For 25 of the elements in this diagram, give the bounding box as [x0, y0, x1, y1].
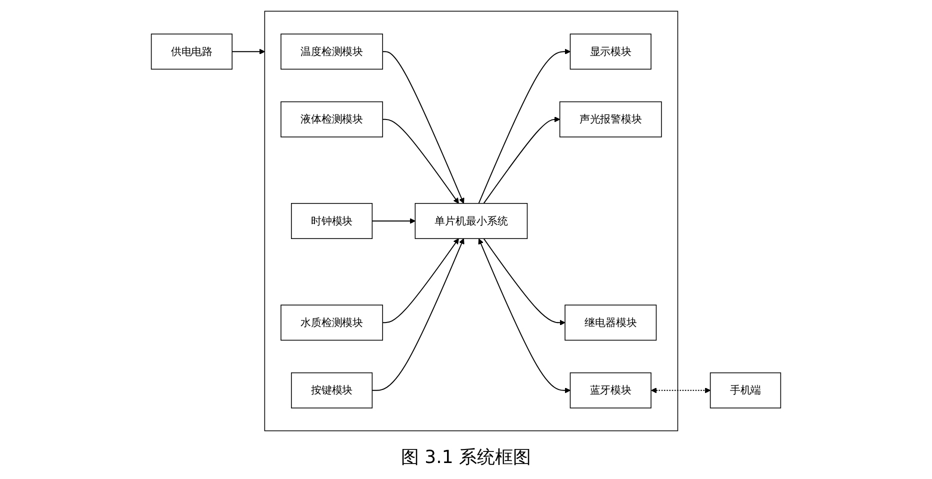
node-box: 单片机最小系统: [414, 202, 528, 238]
node-box: 按键模块: [291, 372, 373, 408]
node-box: 显示模块: [570, 33, 652, 70]
node-box: 手机端: [710, 372, 782, 408]
arrow: [483, 238, 566, 325]
figure-caption: 图 3.1 系统框图: [400, 446, 532, 470]
arrow: [372, 218, 416, 224]
node-box: 蓝牙模块: [570, 372, 652, 408]
node-box: 水质检测模块: [280, 304, 383, 340]
arrow: [478, 238, 570, 393]
node-box: 供电电路: [150, 33, 232, 70]
node-box: 温度检测模块: [280, 33, 383, 70]
arrow: [382, 118, 459, 204]
arrow: [382, 50, 464, 204]
node-box: 继电器模块: [564, 304, 657, 340]
node-box: 声光报警模块: [559, 100, 662, 137]
arrow: [372, 238, 464, 390]
arrow: [232, 48, 265, 54]
arrow: [483, 116, 560, 204]
arrow: [651, 387, 711, 393]
node-box: 时钟模块: [291, 202, 373, 238]
arrow: [478, 48, 570, 204]
cluster: [264, 10, 678, 431]
arrow: [382, 238, 459, 323]
node-box: 液体检测模块: [280, 100, 383, 137]
